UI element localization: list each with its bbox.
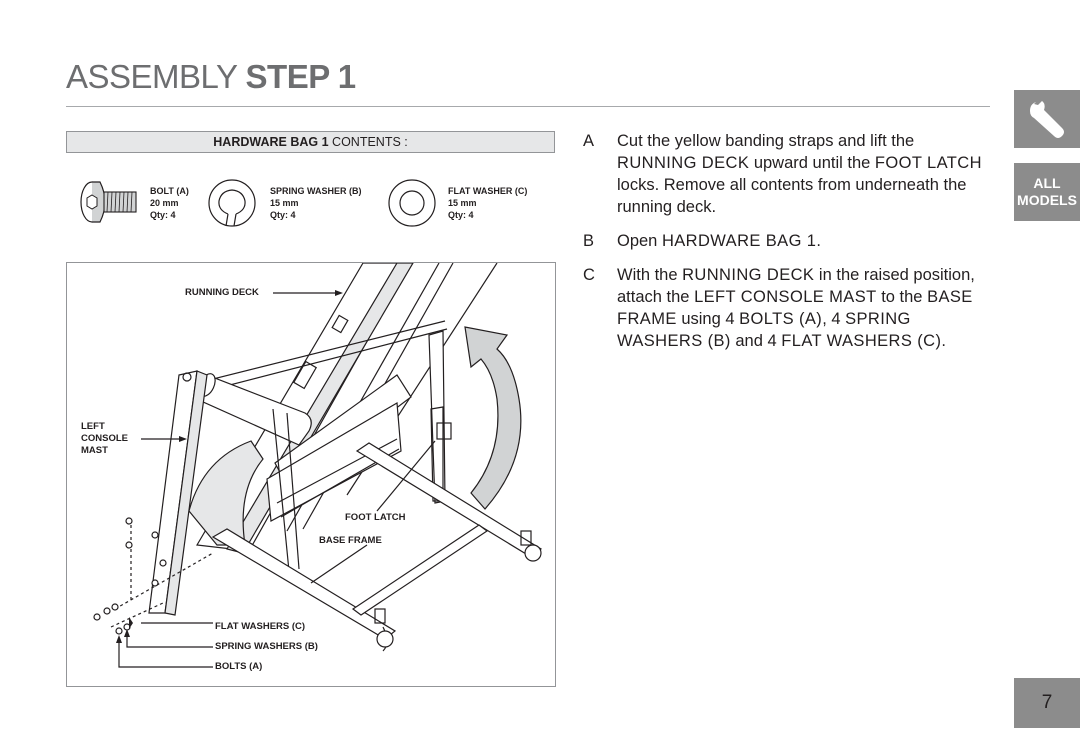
label-flat-washers: FLAT WASHERS (C)	[215, 621, 306, 632]
instruction-steps: A Cut the yellow banding straps and lift…	[583, 130, 983, 364]
models-line-2: MODELS	[1017, 192, 1077, 208]
step-a: A Cut the yellow banding straps and lift…	[583, 130, 983, 218]
all-models-tab[interactable]: ALL MODELS	[1014, 163, 1080, 221]
lift-direction-arrow	[464, 326, 522, 510]
label-bolts: BOLTS (A)	[215, 661, 263, 672]
bolt-icon	[80, 181, 137, 223]
step-b: B Open HARDWARE BAG 1.	[583, 230, 983, 252]
title-divider	[66, 106, 990, 107]
page-number: 7	[1014, 678, 1080, 728]
step-text: With the RUNNING DECK in the raised posi…	[617, 266, 975, 350]
step-letter: C	[583, 266, 595, 284]
step-letter: A	[583, 132, 595, 150]
assembly-diagram: RUNNING DECK LEFT CONSOLE MAST FOOT LATC…	[66, 262, 556, 687]
flat-washer-icon	[388, 179, 436, 227]
step-text: Cut the yellow banding straps and lift t…	[617, 132, 982, 216]
step-letter: B	[583, 232, 595, 250]
label-running-deck: RUNNING DECK	[185, 287, 259, 298]
label-spring-washers: SPRING WASHERS (B)	[215, 641, 318, 652]
page-title: ASSEMBLY STEP 1	[66, 58, 356, 95]
label-foot-latch: FOOT LATCH	[345, 512, 406, 523]
step-text: Open HARDWARE BAG 1.	[617, 232, 821, 250]
wrench-icon	[1030, 101, 1064, 138]
hardware-bag-heading: HARDWARE BAG 1 CONTENTS :	[66, 131, 555, 153]
label-base-frame: BASE FRAME	[319, 535, 382, 546]
models-line-1: ALL	[1033, 175, 1061, 191]
label-left-console-mast: LEFT CONSOLE MAST	[81, 421, 128, 456]
spring-washer-icon	[208, 179, 256, 227]
treadmill-illustration	[93, 263, 543, 668]
step-c: C With the RUNNING DECK in the raised po…	[583, 264, 983, 352]
tools-tab[interactable]	[1014, 90, 1080, 148]
